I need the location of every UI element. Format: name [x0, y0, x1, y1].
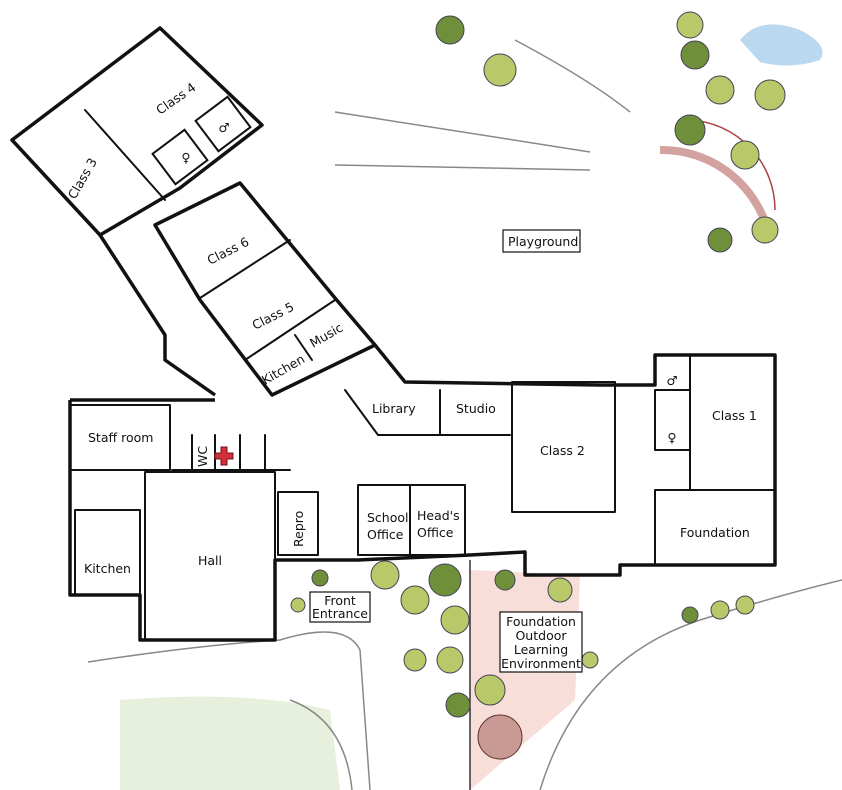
tree-icon — [674, 114, 706, 146]
male-toilet — [194, 95, 252, 153]
footpath — [514, 39, 631, 113]
tree-icon — [400, 585, 430, 615]
tree-icon — [581, 651, 599, 669]
room-label-class-4: Class 4 — [153, 79, 198, 117]
staff-room — [69, 404, 171, 471]
tree-icon — [311, 569, 329, 587]
tree-icon — [474, 674, 506, 706]
outdoor-learning-label-box — [499, 611, 583, 673]
round-seating-area — [477, 714, 523, 760]
wall — [244, 299, 336, 361]
court-lines — [334, 111, 591, 171]
tree-icon — [710, 600, 730, 620]
female-toilet — [151, 128, 209, 186]
room-label-school-office-2: Office — [367, 527, 404, 542]
tree-icon — [547, 577, 573, 603]
tree-icon — [436, 646, 464, 674]
room-label-hall: Hall — [198, 553, 222, 568]
wall — [84, 109, 166, 201]
tree-icon — [494, 569, 516, 591]
room-label-heads-office-2: Office — [417, 525, 454, 540]
room-label-foundation: Foundation — [680, 525, 750, 540]
room-label-wc: WC — [195, 446, 210, 467]
room-label-kitchen: Kitchen — [84, 561, 131, 576]
tree-icon — [705, 75, 735, 105]
area-label-outdoor-2: Outdoor — [515, 628, 567, 643]
room-label-library: Library — [372, 401, 416, 416]
tree-icon — [483, 53, 517, 87]
area-label-outdoor-3: Learning — [514, 642, 568, 657]
wall — [294, 334, 313, 361]
area-label-outdoor-4: Environment — [501, 656, 581, 671]
room-label-class-2: Class 2 — [540, 443, 585, 458]
tree-icon — [707, 227, 733, 253]
male-toilet-icon: ♂ — [218, 120, 229, 135]
tree-icon — [403, 648, 427, 672]
main-building-outline — [68, 343, 777, 642]
tree-icon — [445, 692, 471, 718]
first-aid-cross-icon — [214, 446, 234, 466]
room-label-school-office-1: School — [367, 510, 409, 525]
tree-icon — [290, 597, 306, 613]
offices — [357, 484, 466, 556]
grass-area — [120, 696, 340, 790]
kitchen — [74, 509, 141, 596]
room-label-class-6: Class 6 — [205, 234, 252, 268]
tree-icon — [681, 606, 699, 624]
footpath — [289, 699, 353, 790]
tree-icon — [370, 560, 400, 590]
room-label-staff-room: Staff room — [88, 430, 153, 445]
tree-icon — [730, 140, 760, 170]
tree-icon — [435, 15, 465, 45]
room-label-repro: Repro — [291, 511, 306, 547]
playground-label-box — [502, 229, 581, 253]
area-label-front-entrance-1: Front — [324, 593, 356, 608]
area-label-playground: Playground — [508, 234, 578, 249]
trees — [290, 11, 786, 760]
hall — [144, 471, 276, 641]
wing-classes-5-6 — [153, 181, 377, 397]
room-label-class-3: Class 3 — [65, 155, 100, 201]
front-entrance-label-box — [309, 591, 371, 623]
corridor-wall — [98, 234, 217, 397]
room-label-studio: Studio — [456, 401, 496, 416]
repro — [277, 491, 319, 556]
tree-icon — [751, 216, 779, 244]
male-toilet-icon: ♂ — [666, 373, 677, 388]
class-2 — [511, 381, 616, 513]
area-label-outdoor-1: Foundation — [506, 614, 576, 629]
female-toilet-icon: ♀ — [667, 430, 676, 445]
room-label-heads-office-1: Head's — [417, 508, 460, 523]
tree-icon — [735, 595, 755, 615]
room-label-class-5: Class 5 — [250, 299, 297, 333]
tree-icon — [440, 605, 470, 635]
room-label-class-1: Class 1 — [712, 408, 757, 423]
library-studio-walls — [344, 389, 511, 436]
wall — [199, 239, 291, 299]
area-label-front-entrance-2: Entrance — [312, 606, 368, 621]
tree-icon — [676, 11, 704, 39]
tree-icon — [428, 563, 462, 597]
foundation — [654, 489, 776, 566]
tree-icon — [680, 40, 710, 70]
room-label-music: Music — [307, 320, 345, 351]
female-toilet-icon: ♀ — [181, 150, 190, 165]
wing-classes-3-4 — [10, 26, 264, 237]
tree-icon — [754, 79, 786, 111]
pond — [740, 24, 823, 66]
